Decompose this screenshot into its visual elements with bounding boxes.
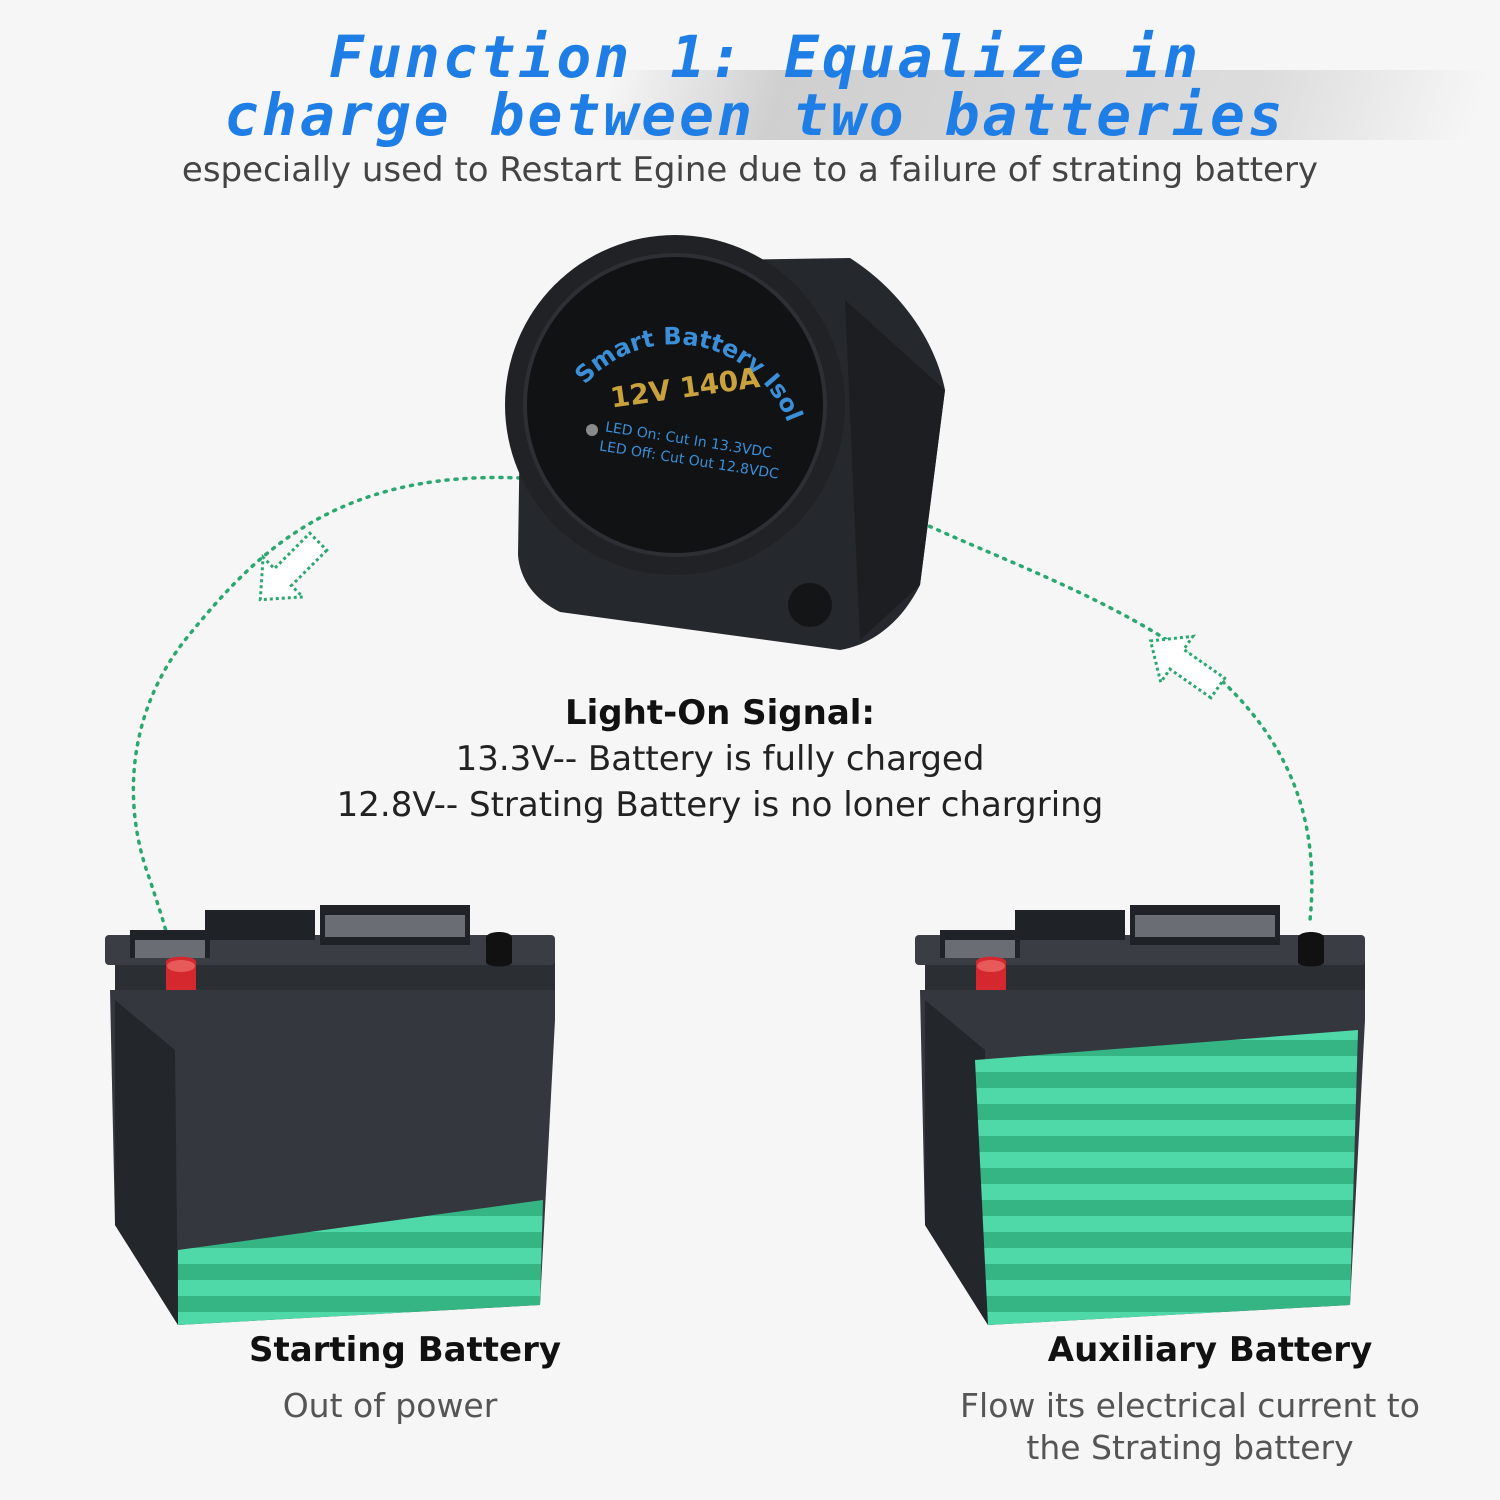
signal-heading: Light-On Signal: [564, 693, 876, 733]
negative-terminal-icon [1298, 932, 1324, 967]
signal-line-1: 13.3V-- Battery is fully charged [455, 739, 985, 779]
headline-line-2: charge between two batteries [224, 81, 1286, 149]
arrow-right-icon [1148, 634, 1227, 700]
auxiliary-charge-level [975, 1030, 1358, 1325]
starting-charge-level [178, 1200, 543, 1325]
signal-line-2: 12.8V-- Strating Battery is no loner cha… [336, 785, 1104, 825]
headline-line-1: Function 1: Equalize in [328, 23, 1202, 91]
auxiliary-battery-title: Auxiliary Battery [1047, 1330, 1373, 1370]
auxiliary-subtitle-line-2: the Strating battery [1026, 1428, 1354, 1467]
light-on-signal-info: Light-On Signal: 13.3V-- Battery is full… [270, 690, 1170, 828]
auxiliary-battery [915, 905, 1365, 1325]
starting-battery-subtitle: Out of power [282, 1386, 498, 1425]
negative-terminal-icon [486, 932, 512, 967]
led-indicator [586, 424, 598, 436]
starting-battery-title: Starting Battery [248, 1330, 562, 1370]
subheadline: especially used to Restart Egine due to … [181, 150, 1319, 190]
arrow-left-icon [258, 531, 329, 602]
auxiliary-battery-subtitle: Flow its electrical current to the Strat… [900, 1385, 1480, 1469]
battery-isolator-device: Smart Battery Isolator 12V 140A LED On: … [0, 0, 945, 650]
flow-path-left [131, 475, 522, 942]
auxiliary-subtitle-line-1: Flow its electrical current to [960, 1386, 1420, 1425]
starting-battery [105, 905, 555, 1325]
